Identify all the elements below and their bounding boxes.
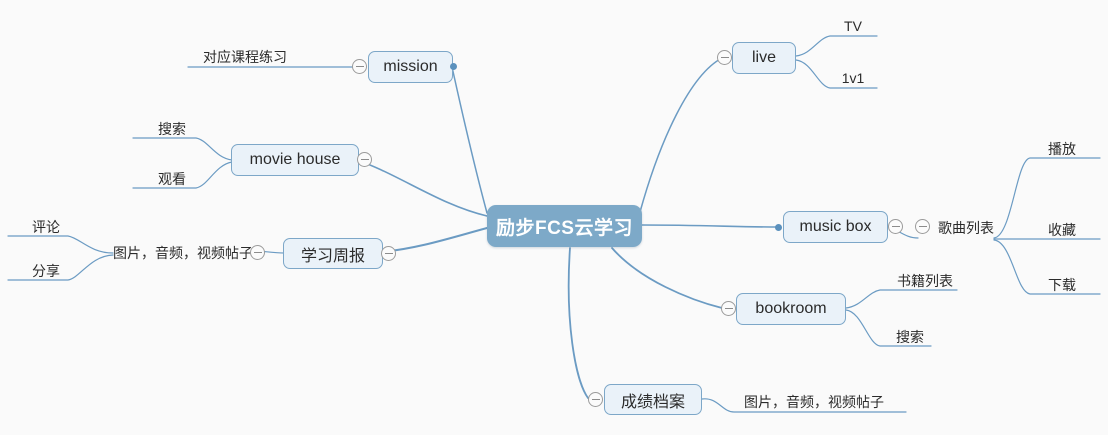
leaf-book-list[interactable]: 书籍列表 <box>896 271 954 291</box>
edge-root-musicbox <box>641 224 779 228</box>
collapse-minus-icon-live[interactable] <box>717 50 732 65</box>
edge-root-weekly <box>381 227 488 253</box>
leaf-live-tv[interactable]: TV <box>836 18 870 34</box>
leaf-song-download[interactable]: 下载 <box>1040 275 1084 295</box>
leaf-live-tv-label: TV <box>844 18 862 34</box>
leaf-song-list[interactable]: 歌曲列表 <box>937 218 995 238</box>
topic-bookroom-label: bookroom <box>755 300 827 317</box>
root-node-label: 励步FCS云学习 <box>495 217 633 239</box>
leaf-live-1v1[interactable]: 1v1 <box>836 70 870 86</box>
edge-root-grade <box>567 247 589 399</box>
edge-root-bookroom <box>611 247 723 309</box>
topic-live[interactable]: live <box>732 42 796 74</box>
leaf-movie-watch-label: 观看 <box>158 171 186 187</box>
topic-music-box[interactable]: music box <box>783 211 888 243</box>
topic-mission-label: mission <box>383 58 438 75</box>
collapse-minus-icon-song-list[interactable] <box>915 219 930 234</box>
leaf-song-list-label: 歌曲列表 <box>938 220 994 236</box>
leaf-song-play[interactable]: 播放 <box>1040 139 1084 159</box>
edge-live-tv <box>795 35 878 57</box>
leaf-book-search[interactable]: 搜索 <box>888 327 932 347</box>
edge-root-live <box>639 57 723 213</box>
root-node[interactable]: 励步FCS云学习 <box>487 205 642 247</box>
leaf-grade-media-label: 图片，音频，视频帖子 <box>744 394 884 410</box>
leaf-weekly-share-label: 分享 <box>32 263 60 279</box>
topic-movie-house[interactable]: movie house <box>231 144 359 176</box>
leaf-weekly-comment[interactable]: 评论 <box>24 217 68 237</box>
leaf-movie-search-label: 搜索 <box>158 121 186 137</box>
connector-dot-mission <box>450 63 457 70</box>
edge-moviehouse-watch <box>132 161 233 189</box>
leaf-mission-course-label: 对应课程练习 <box>203 49 287 65</box>
collapse-minus-icon-music-box[interactable] <box>888 219 903 234</box>
leaf-grade-media[interactable]: 图片，音频，视频帖子 <box>744 392 884 412</box>
edge-media-share <box>7 254 114 281</box>
collapse-minus-icon-grade-archive[interactable] <box>588 392 603 407</box>
edge-songlist-download <box>993 239 1101 295</box>
topic-music-box-label: music box <box>799 218 872 235</box>
edge-live-1v1 <box>795 59 878 89</box>
topic-bookroom[interactable]: bookroom <box>736 293 846 325</box>
leaf-weekly-comment-label: 评论 <box>32 219 60 235</box>
topic-grade-archive-label: 成绩档案 <box>620 393 685 411</box>
collapse-minus-icon-mission[interactable] <box>352 59 367 74</box>
topic-weekly-report-label: 学习周报 <box>300 247 365 265</box>
leaf-weekly-media[interactable]: 图片，音频，视频帖子 <box>113 243 253 263</box>
edge-root-mission <box>451 66 488 214</box>
edge-root-moviehouse <box>356 159 488 217</box>
edge-songlist-play <box>993 157 1101 239</box>
topic-weekly-report[interactable]: 学习周报 <box>283 238 383 269</box>
connector-dot-music-box <box>775 224 782 231</box>
leaf-song-favorite-label: 收藏 <box>1048 222 1076 238</box>
edge-bookroom-booklist <box>845 289 958 309</box>
leaf-mission-course[interactable]: 对应课程练习 <box>190 47 300 67</box>
leaf-movie-watch[interactable]: 观看 <box>150 169 194 189</box>
edge-media-comment <box>7 235 114 254</box>
collapse-minus-icon-movie-house[interactable] <box>357 152 372 167</box>
topic-grade-archive[interactable]: 成绩档案 <box>604 384 702 415</box>
collapse-minus-icon-weekly-report[interactable] <box>381 246 396 261</box>
leaf-book-list-label: 书籍列表 <box>897 273 953 289</box>
leaf-song-favorite[interactable]: 收藏 <box>1040 220 1084 240</box>
leaf-song-download-label: 下载 <box>1048 277 1076 293</box>
edge-grade-media <box>701 398 907 413</box>
topic-mission[interactable]: mission <box>368 51 453 83</box>
collapse-minus-icon-bookroom[interactable] <box>721 301 736 316</box>
leaf-live-1v1-label: 1v1 <box>841 70 865 86</box>
leaf-movie-search[interactable]: 搜索 <box>150 119 194 139</box>
leaf-song-play-label: 播放 <box>1048 141 1076 157</box>
edge-bookroom-search <box>845 309 932 347</box>
edge-moviehouse-search <box>132 137 233 161</box>
leaf-weekly-share[interactable]: 分享 <box>24 261 68 281</box>
topic-movie-house-label: movie house <box>249 151 341 168</box>
topic-live-label: live <box>751 49 776 66</box>
collapse-minus-icon-weekly-media[interactable] <box>250 245 265 260</box>
leaf-weekly-media-label: 图片，音频，视频帖子 <box>113 245 253 261</box>
leaf-book-search-label: 搜索 <box>896 329 924 345</box>
